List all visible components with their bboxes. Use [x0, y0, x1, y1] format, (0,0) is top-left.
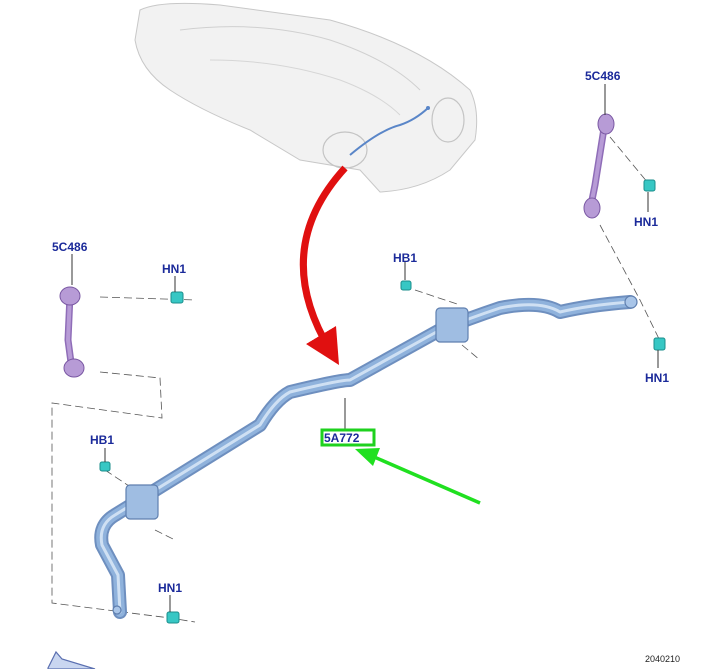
label-hb1-left: HB1	[90, 433, 114, 447]
nut-icon	[653, 337, 666, 351]
label-ticks	[71, 84, 659, 612]
bushing-right	[435, 307, 469, 343]
label-hn1-right-top: HN1	[634, 215, 658, 229]
fastener-nuts	[99, 179, 666, 624]
orientation-arrow-icon	[47, 650, 96, 669]
highlight-box	[320, 428, 376, 447]
label-hn1-right-bottom: HN1	[645, 371, 669, 385]
label-stabilizer-bar: 5A772	[324, 431, 360, 445]
nut-icon	[643, 179, 656, 192]
vehicle-locator-illustration	[134, 2, 478, 193]
label-hb1-top: HB1	[393, 251, 417, 265]
red-callout-arrow	[299, 165, 348, 366]
bushing-left	[125, 484, 159, 520]
nut-icon	[170, 291, 184, 304]
green-callout-arrow	[355, 448, 481, 505]
nut-icon	[166, 611, 180, 624]
label-link-right: 5C486	[585, 69, 621, 83]
stabilizer-link-left	[59, 286, 85, 378]
label-hn1-bottom-left: HN1	[158, 581, 182, 595]
stabilizer-link-right	[583, 113, 615, 219]
reference-number: 2040210	[645, 654, 680, 664]
label-hn1-top-left: HN1	[162, 262, 186, 276]
stabilizer-bar	[94, 295, 638, 619]
label-link-left: 5C486	[52, 240, 88, 254]
bolt-icon	[400, 280, 412, 291]
bolt-icon	[99, 461, 111, 472]
